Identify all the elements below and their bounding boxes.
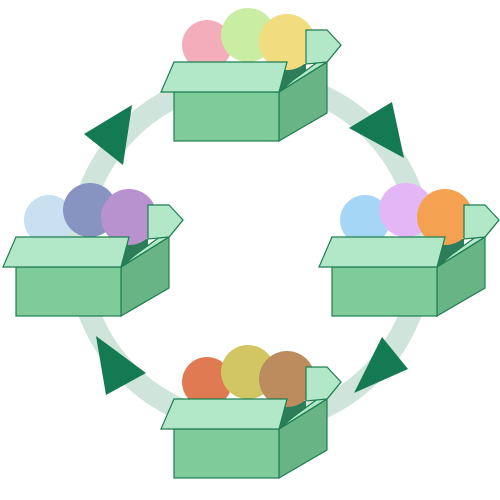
box-bottom-edge-line — [278, 398, 328, 430]
box-left-flap-back — [147, 204, 184, 240]
box-right-edge-line — [436, 236, 486, 268]
arrow-top-left — [84, 105, 132, 165]
box-bottom-ball-left — [182, 357, 232, 407]
box-top-flap-front — [160, 61, 288, 93]
box-right-flap-front — [318, 236, 446, 268]
box-left-ball-left — [24, 195, 74, 245]
box-top-flap-back — [305, 29, 342, 65]
box-right — [318, 183, 500, 318]
arrow-top-right — [349, 102, 404, 158]
box-top — [160, 8, 342, 143]
box-top-edge-line — [278, 61, 328, 93]
box-right-flap-back — [463, 204, 500, 240]
box-left-ball-right — [101, 189, 157, 245]
arrow-bottom-right — [354, 337, 408, 393]
box-left-edge-line — [120, 236, 170, 268]
box-bottom-flap-front — [160, 398, 288, 430]
box-right-ball-right — [417, 189, 473, 245]
box-right-ball-left — [340, 195, 390, 245]
box-left-flap-front — [2, 236, 130, 268]
box-bottom — [160, 345, 342, 480]
box-top-ball-right — [259, 14, 315, 70]
box-bottom-ball-right — [259, 351, 315, 407]
box-bottom-front — [173, 428, 280, 479]
box-top-ball-left — [182, 20, 232, 70]
box-top-front — [173, 91, 280, 142]
box-left — [2, 183, 184, 318]
box-bottom-flap-back — [305, 366, 342, 402]
box-right-front — [331, 266, 438, 317]
arrow-bottom-left — [96, 336, 146, 395]
box-left-front — [15, 266, 122, 317]
